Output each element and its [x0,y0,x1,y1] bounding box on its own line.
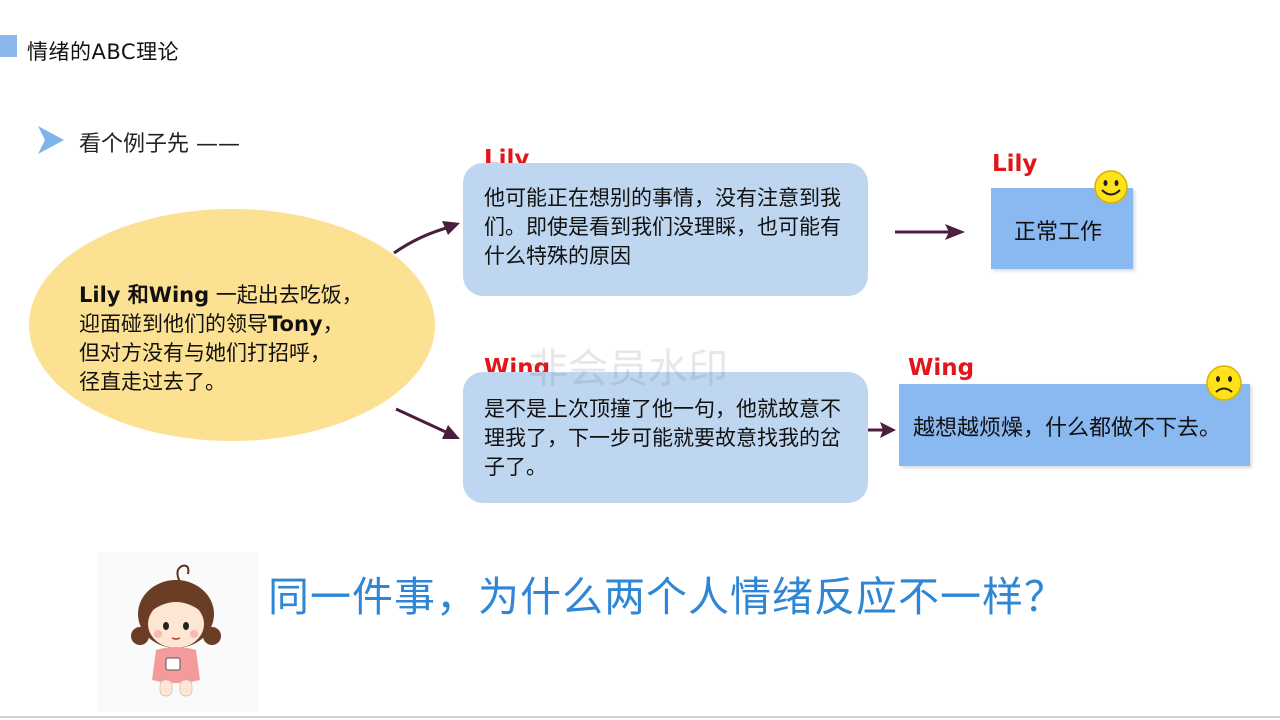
curved-arrow-icon [393,221,460,255]
wing-thought-box [463,372,868,503]
scenario-tony: Tony [268,312,323,336]
lily-thought-text: 他可能正在想别的事情，没有注意到我们。即使是看到我们没理睬，也可能有什么特殊的原… [484,186,841,268]
scenario-line-1: Lily 和Wing 一起出去吃饭， [79,281,409,310]
bottom-divider [0,716,1280,718]
lily-result-label: Lily [992,151,1038,177]
scenario-line-2: 迎面碰到他们的领导Tony， [79,310,409,339]
girl-illustration [131,564,221,697]
section-subtitle: 看个例子先 —— [79,132,240,157]
scenario-line2-post: ， [322,312,344,336]
lily-result-text: 正常工作 [1014,220,1103,245]
smiley-sad-icon [1206,365,1242,401]
wing-thought-text: 是不是上次顶撞了他一句，他就故意不理我了，下一步可能就要故意找我的岔子了。 [484,397,841,479]
scenario-line2-pre: 迎面碰到他们的领导 [79,312,268,336]
scenario-line-4: 径直走过去了。 [79,370,226,394]
scenario-lily: Lily [79,283,121,307]
wing-result-box [899,384,1250,466]
page-title: 情绪的ABC理论 [27,40,180,64]
scenario-ellipse [29,209,435,441]
wing-result-text: 越想越烦燥，什么都做不下去。 [913,416,1222,441]
scenario-line1-rest: 一起出去吃饭， [209,283,363,307]
lily-thought-box [463,163,868,296]
smiley-happy-icon [1094,170,1128,204]
right-arrow-icon [895,224,965,240]
wing-result-label: Wing [908,355,975,381]
question-text: 同一件事，为什么两个人情绪反应不一样？ [268,573,1066,621]
title-marker [0,35,17,57]
triangle-bullet-icon [38,126,64,154]
watermark: 非会员水印 [528,346,728,392]
scenario-wing: 和Wing [120,283,210,307]
scenario-text: Lily 和Wing 一起出去吃饭， 迎面碰到他们的领导Tony， 但对方没有与… [79,281,409,397]
scenario-line-3: 但对方没有与她们打招呼， [79,341,331,365]
curved-arrow-icon [395,407,460,439]
